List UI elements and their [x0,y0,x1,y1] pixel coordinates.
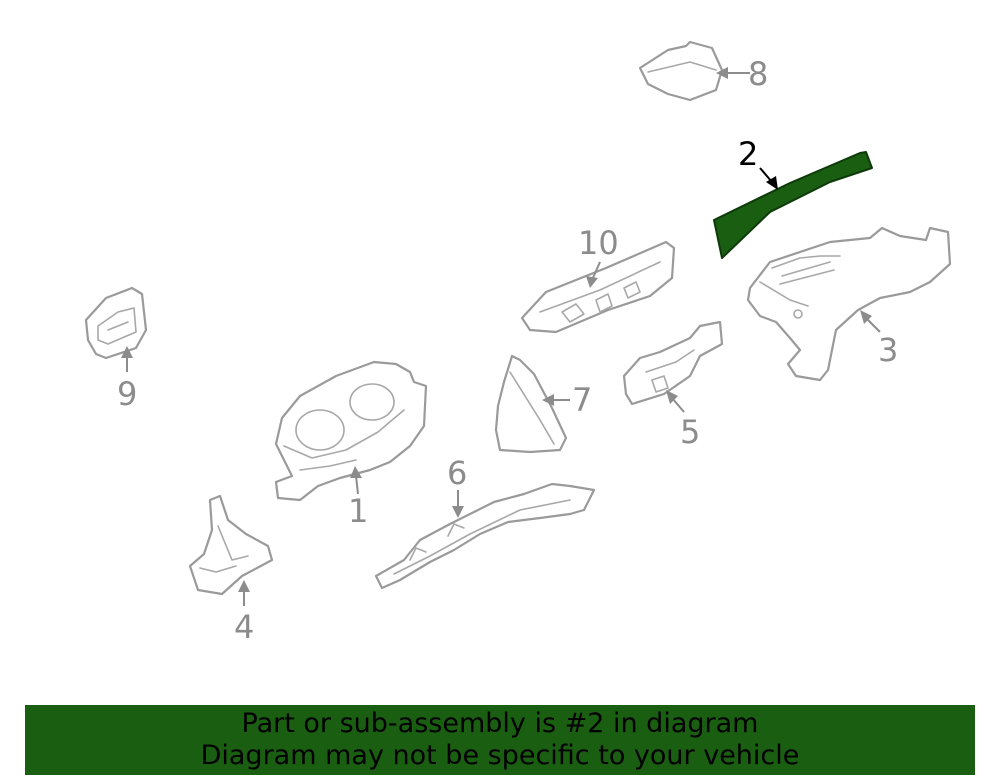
info-banner: Part or sub-assembly is #2 in diagram Di… [25,705,975,775]
banner-line-part: Part or sub-assembly is #2 in diagram [241,708,759,739]
banner-line-disclaimer: Diagram may not be specific to your vehi… [200,740,800,771]
callout-2: 2 [738,135,758,173]
callout-8: 8 [748,55,768,93]
part-1-cluster-hood[interactable] [274,360,428,502]
callout-9: 9 [117,375,137,413]
callout-4: 4 [234,608,254,646]
part-9-switch-bezel[interactable] [84,286,148,360]
callout-6: 6 [447,454,467,492]
callout-10: 10 [578,224,619,262]
parts-diagram: 8 2 10 3 9 7 5 1 6 4 [84,40,952,646]
callout-7: 7 [572,381,592,419]
leader-lines [121,67,881,606]
callout-3: 3 [878,331,898,369]
callout-1: 1 [348,492,368,530]
callout-5: 5 [680,413,700,451]
part-7-side-trim[interactable] [494,354,568,454]
part-6-knee-bracket[interactable] [374,482,596,590]
part-2-trim-strip[interactable] [713,151,873,259]
part-4-side-bracket[interactable] [188,494,274,596]
part-3-center-console[interactable] [746,226,952,382]
part-8-cover[interactable] [638,40,724,102]
part-5-switch-bracket[interactable] [622,320,724,406]
